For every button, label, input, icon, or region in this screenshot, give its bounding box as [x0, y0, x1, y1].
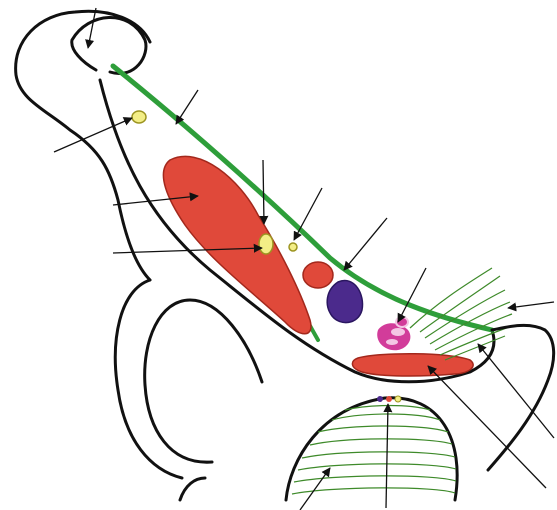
arrow-14: [386, 404, 388, 508]
muscle-small: [303, 262, 333, 288]
arrow-9: [398, 268, 426, 322]
pointer-arrows: [54, 8, 554, 510]
dome-vessels: [377, 396, 401, 402]
dome-outline: [286, 398, 457, 500]
vein: [327, 281, 362, 323]
gland: [377, 317, 410, 350]
arrow-2: [176, 90, 198, 124]
muscle-band: [352, 354, 473, 376]
wedge-lower-border: [100, 80, 494, 382]
bone-outline: [16, 11, 150, 280]
arrow-7: [344, 218, 387, 270]
dome-fibers: [292, 406, 456, 495]
arrow-1: [88, 8, 96, 48]
arrow-10: [508, 302, 554, 308]
lower-contour-inner: [145, 300, 262, 462]
nerve-middle: [259, 234, 273, 254]
fiber-fan: [410, 268, 512, 360]
nerve-upper: [132, 111, 146, 123]
lower-hook: [180, 478, 205, 500]
arrow-5: [263, 160, 264, 224]
nerve-small: [289, 243, 297, 251]
arrow-6: [294, 188, 322, 240]
arrow-13: [300, 468, 330, 510]
